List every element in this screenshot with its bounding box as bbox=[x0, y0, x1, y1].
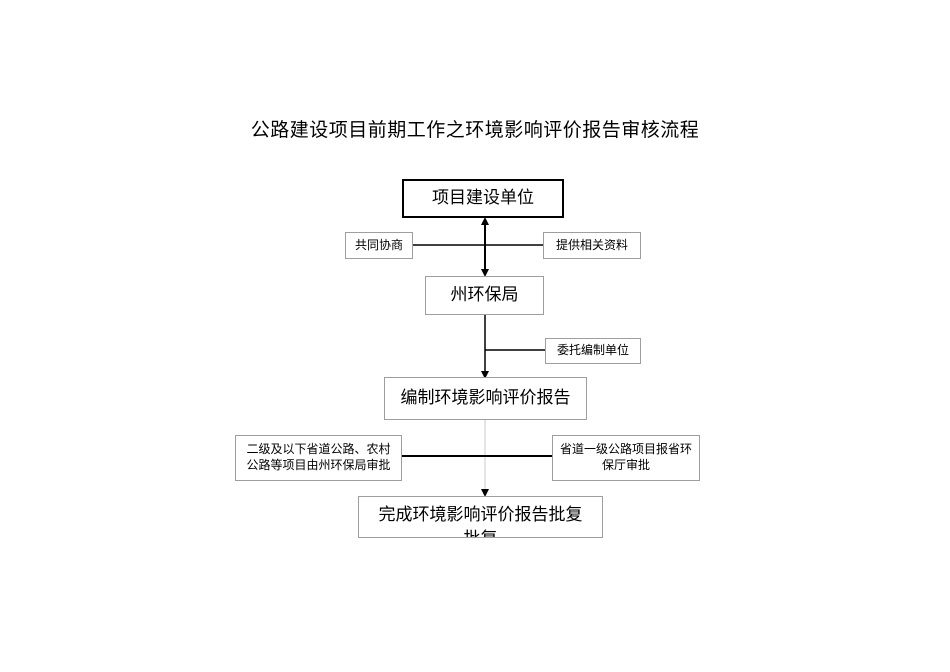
page-title: 公路建设项目前期工作之环境影响评价报告审核流程 bbox=[250, 119, 700, 141]
node-province-approval-line1: 省道一级公路项目报省环 bbox=[559, 442, 692, 457]
node-prepare-report-label: 编制环境影响评价报告 bbox=[400, 388, 571, 409]
node-commission-label: 委托编制单位 bbox=[556, 343, 629, 358]
node-joint-consult: 共同协商 bbox=[345, 232, 413, 259]
node-developer-label: 项目建设单位 bbox=[432, 188, 534, 209]
node-province-approval: 省道一级公路项目报省环 保厅审批 bbox=[552, 435, 700, 481]
node-provide-data-label: 提供相关资料 bbox=[555, 237, 628, 252]
node-prepare-report: 编制环境影响评价报告 bbox=[384, 377, 587, 420]
node-epb-label: 州环保局 bbox=[450, 285, 519, 306]
node-final: 完成环境影响评价报告批复批复 bbox=[358, 496, 603, 538]
node-commission: 委托编制单位 bbox=[545, 338, 641, 364]
node-state-approval-line1: 二级及以下省道公路、农村 bbox=[246, 442, 391, 457]
node-developer: 项目建设单位 bbox=[402, 179, 564, 218]
node-state-approval-line2: 公路等项目由州环保局审批 bbox=[246, 458, 391, 472]
node-joint-consult-label: 共同协商 bbox=[354, 237, 403, 252]
node-final-label: 完成环境影响评价报告批复批复 bbox=[378, 505, 583, 537]
node-epb: 州环保局 bbox=[425, 276, 544, 315]
node-province-approval-line2: 保厅审批 bbox=[601, 458, 650, 472]
node-state-approval: 二级及以下省道公路、农村 公路等项目由州环保局审批 bbox=[235, 435, 402, 481]
node-provide-data: 提供相关资料 bbox=[543, 232, 641, 259]
